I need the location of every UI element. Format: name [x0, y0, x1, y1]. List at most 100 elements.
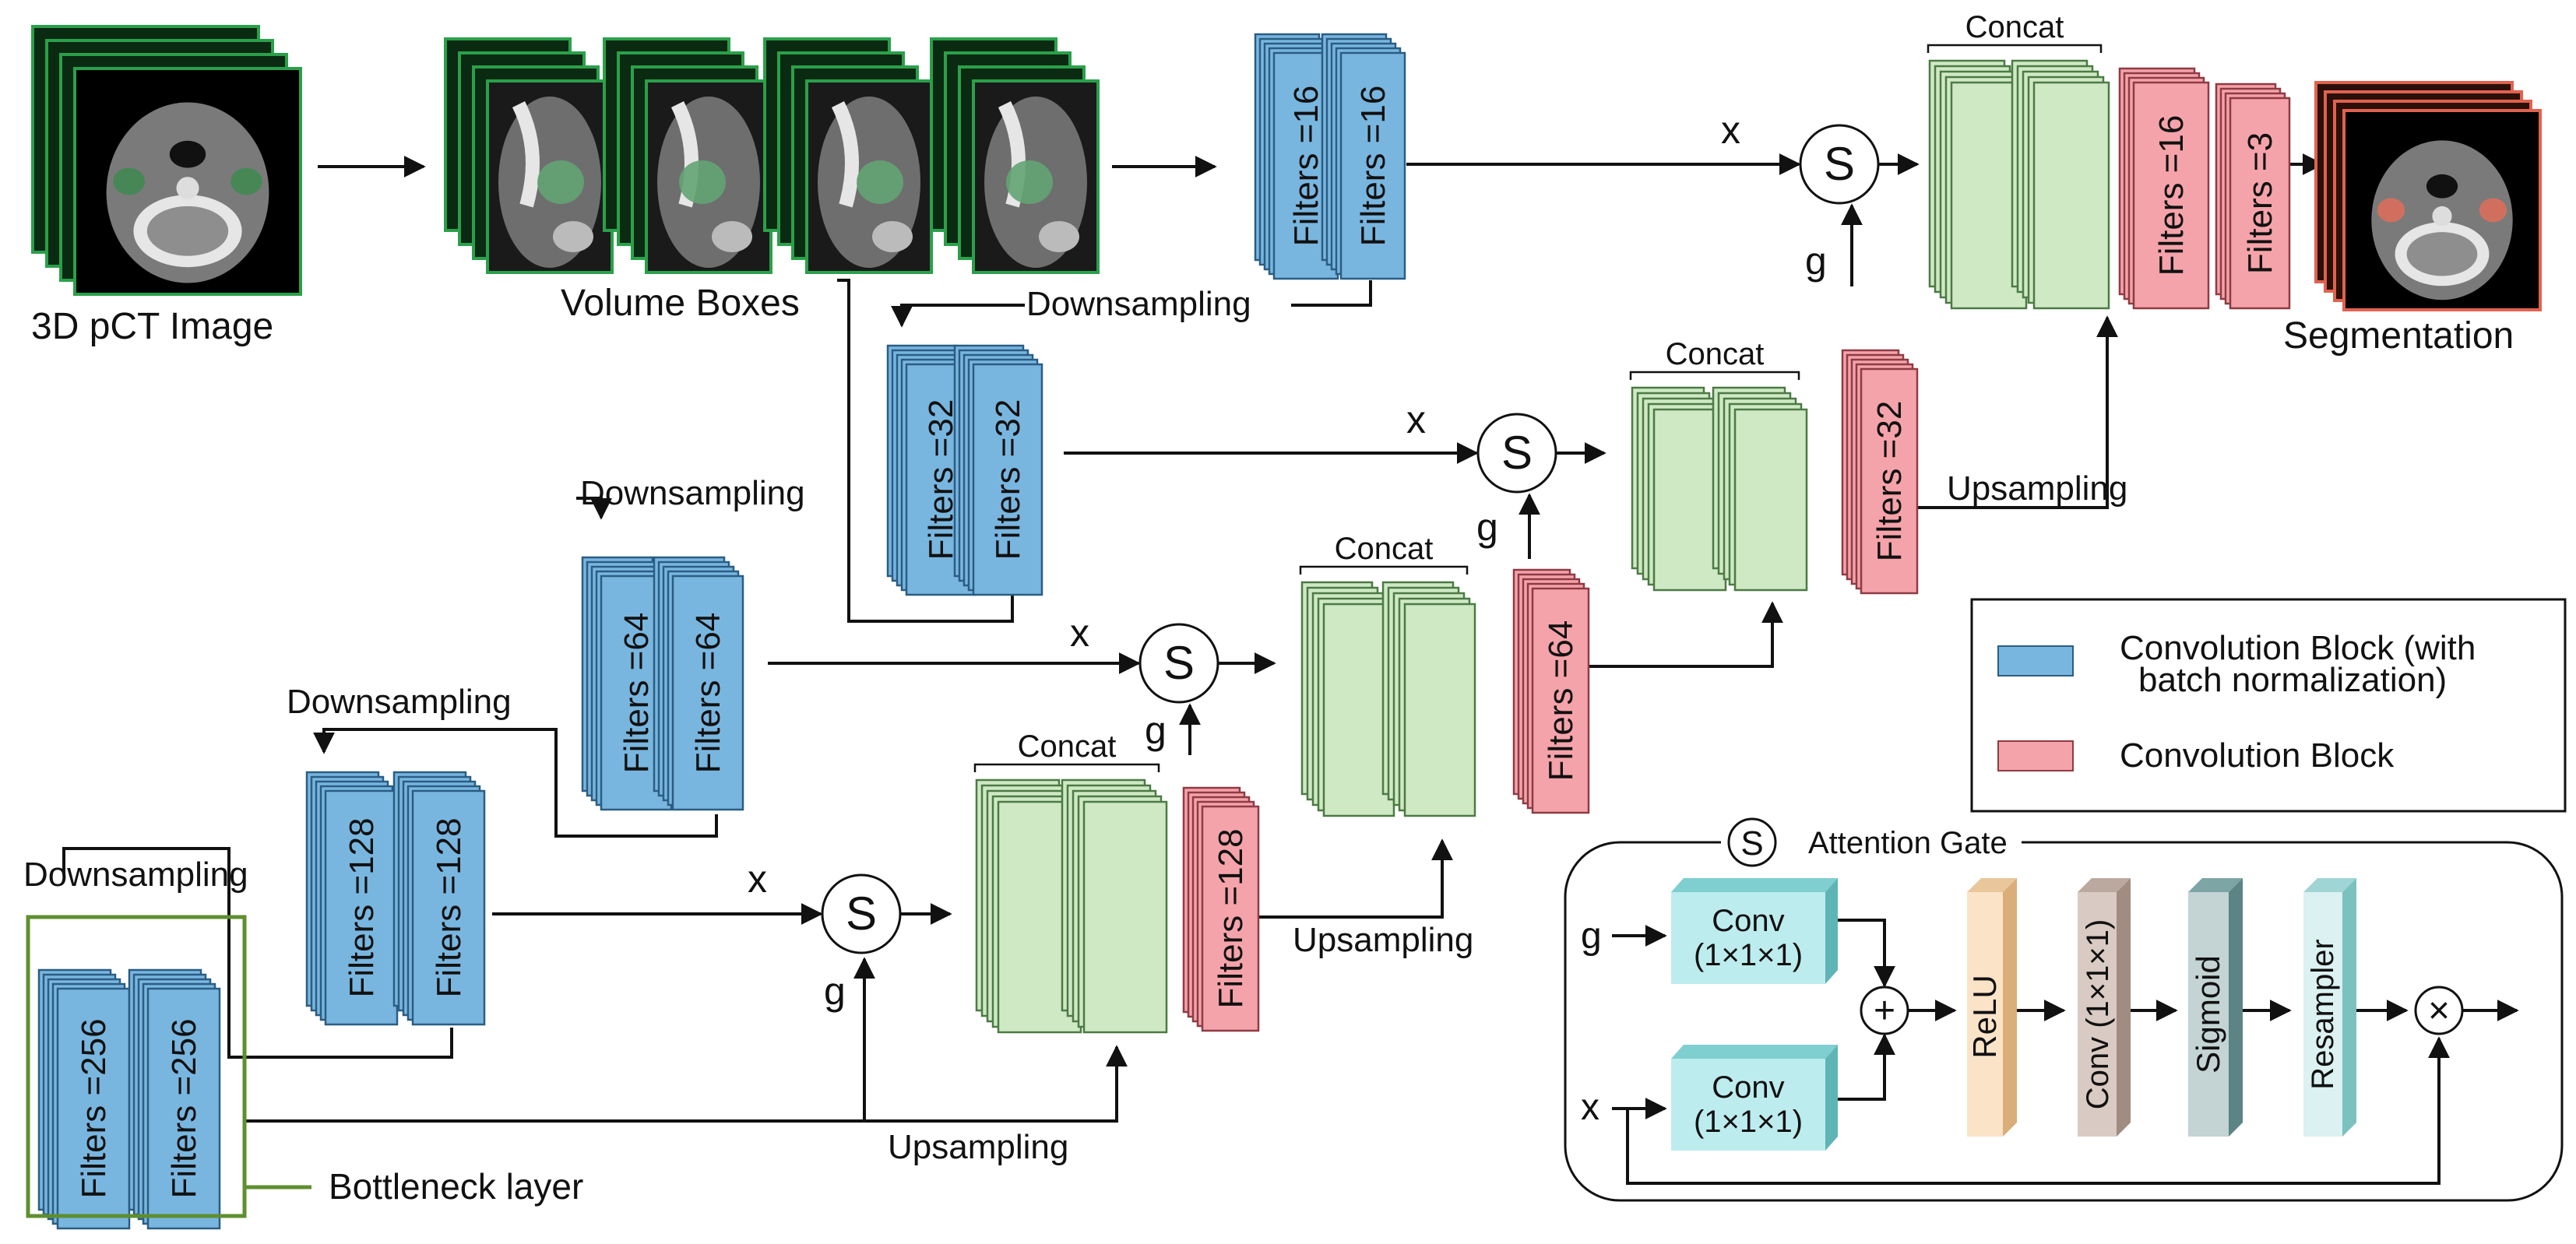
attention-gate-circle-1: [1799, 124, 1880, 205]
legend-blue-label-2: batch normalization): [2138, 661, 2447, 699]
concat-2-label: Concat: [1335, 532, 1434, 566]
enc-5-block-1-label: Filters =256: [75, 1018, 113, 1198]
g-label-3: g: [1145, 708, 1167, 752]
ag-conv-x-label: Conv: [1712, 1070, 1784, 1105]
attention-gate-circle-3: [1138, 623, 1219, 704]
ag-resampler-label: Resampler: [2306, 939, 2340, 1089]
enc-1-block-2-label: Filters =16: [1354, 86, 1392, 247]
legend-pink-swatch: [1997, 740, 2074, 771]
connection-lines: [62, 153, 2324, 1190]
dec-1-block-label: Filters =128: [1212, 828, 1250, 1008]
attention-gate-detail: S Attention Gate g x Conv (1×1×1): [1564, 817, 2564, 1202]
x-label-2: x: [1406, 398, 1426, 441]
ag-conv-x-kernel: (1×1×1): [1694, 1105, 1803, 1139]
enc-3-block-1-label: Filters =64: [618, 613, 656, 774]
bottleneck-label: Bottleneck layer: [329, 1166, 583, 1207]
ag-conv-g-kernel: (1×1×1): [1694, 938, 1803, 972]
x-label-3: x: [1070, 611, 1089, 655]
ag-relu-block: ReLU: [1966, 878, 2017, 1137]
g-label-4: g: [824, 969, 846, 1013]
ag-sigmoid-block: Sigmoid: [2188, 878, 2243, 1137]
concat-3-label: Concat: [1666, 337, 1765, 371]
skip-attention-gates: S S S S: [821, 124, 1880, 954]
legend-pink-label: Convolution Block: [2120, 736, 2395, 775]
concat-1-b: [1061, 778, 1168, 1034]
dec-3-block-label: Filters =32: [1870, 401, 1909, 562]
dec-4-block-1: Filters =16: [2118, 67, 2210, 310]
ag-sigmoid-label: Sigmoid: [2190, 955, 2226, 1074]
enc-4-block-1: Filters =128: [305, 771, 399, 1026]
concat-3-a: [1631, 386, 1727, 592]
segmentation-output-stack: [2314, 81, 2542, 311]
enc-3-block-1: Filters =64: [581, 556, 673, 811]
concat-3-bracket: [1629, 371, 1800, 380]
ag-g-input: g: [1581, 915, 1602, 957]
enc-1-block-1-label: Filters =16: [1287, 86, 1325, 247]
attention-gate-symbol: S: [1740, 824, 1763, 863]
enc-2-block-2: Filters =32: [953, 344, 1043, 596]
concat-2-a: [1300, 581, 1395, 817]
ag-plus-symbol: +: [1874, 990, 1895, 1031]
bottleneck-frame: [26, 915, 247, 1218]
dec-4-block-2-label: Filters =3: [2241, 132, 2279, 274]
ag-resampler-block: Resampler: [2303, 878, 2356, 1137]
dec-1-block: Filters =128: [1182, 786, 1260, 1032]
downsampling-label-1: Downsampling: [1026, 285, 1251, 323]
concat-1-bracket: [973, 763, 1160, 772]
enc-4-block-2: Filters =128: [392, 771, 486, 1026]
dec-3-block: Filters =32: [1841, 349, 1919, 595]
upsampling-label-1: Upsampling: [888, 1128, 1068, 1166]
downsampling-label-4: Downsampling: [23, 856, 248, 894]
dec-2-block-label: Filters =64: [1542, 620, 1580, 782]
concat-4-bracket: [1927, 44, 2103, 53]
legend-blue-swatch: [1997, 645, 2074, 676]
volume-boxes-stacks: [444, 37, 1100, 274]
ag-conv-g-label: Conv: [1712, 904, 1784, 938]
enc-3-block-2: Filters =64: [653, 556, 744, 811]
enc-4-block-1-label: Filters =128: [343, 817, 381, 997]
attention-gate-title: Attention Gate: [1808, 826, 2008, 860]
enc-5-block-2-label: Filters =256: [165, 1018, 203, 1198]
input-ct-image-stack: [31, 25, 302, 296]
attention-gate-symbol-4: S: [846, 887, 877, 940]
ag-relu-label: ReLU: [1966, 975, 2003, 1058]
ag-conv-vertical-label: Conv (1×1×1): [2081, 919, 2115, 1110]
enc-2-block-2-label: Filters =32: [989, 399, 1027, 561]
upsampling-label-3: Upsampling: [1947, 469, 2127, 508]
input-label: 3D pCT Image: [31, 306, 273, 347]
enc-5-block-2: Filters =256: [128, 968, 221, 1230]
legend-blue-label-1: Convolution Block (with: [2120, 629, 2476, 667]
concat-4-label: Concat: [1965, 10, 2064, 44]
segmentation-label: Segmentation: [2283, 315, 2514, 357]
ag-conv-vertical-block: Conv (1×1×1): [2078, 878, 2131, 1137]
x-label-1: x: [1721, 108, 1740, 152]
dec-2-block: Filters =64: [1512, 568, 1590, 814]
attention-gate-symbol-3: S: [1163, 637, 1195, 689]
attention-gate-circle-2: [1476, 413, 1557, 494]
downsampling-label-3: Downsampling: [287, 683, 512, 721]
legend: Convolution Block (with batch normalizat…: [1970, 598, 2567, 813]
concat-1-label: Concat: [1018, 729, 1117, 764]
concat-2-b: [1381, 581, 1476, 817]
enc-5-block-1: Filters =256: [37, 968, 131, 1230]
concat-3-b: [1712, 386, 1808, 592]
dec-4-block-1-label: Filters =16: [2152, 115, 2191, 276]
concat-4-b: [2011, 59, 2110, 310]
ag-conv-x-box: Conv (1×1×1): [1671, 1045, 1838, 1151]
enc-3-block-2-label: Filters =64: [689, 613, 727, 774]
concat-4-a: [1928, 59, 2028, 310]
upsampling-label-2: Upsampling: [1293, 921, 1473, 959]
attention-gate-symbol-2: S: [1501, 427, 1533, 479]
attention-gate-symbol-1: S: [1824, 138, 1855, 190]
ag-times-symbol: ×: [2428, 990, 2450, 1031]
concat-2-bracket: [1299, 565, 1469, 575]
downsampling-label-2: Downsampling: [580, 474, 805, 512]
dec-4-block-2: Filters =3: [2215, 83, 2291, 310]
x-label-4: x: [748, 857, 767, 901]
attention-gate-circle-4: [821, 873, 902, 954]
g-label-2: g: [1476, 505, 1498, 549]
volume-boxes-label: Volume Boxes: [561, 283, 800, 324]
ag-conv-g-box: Conv (1×1×1): [1671, 878, 1838, 984]
